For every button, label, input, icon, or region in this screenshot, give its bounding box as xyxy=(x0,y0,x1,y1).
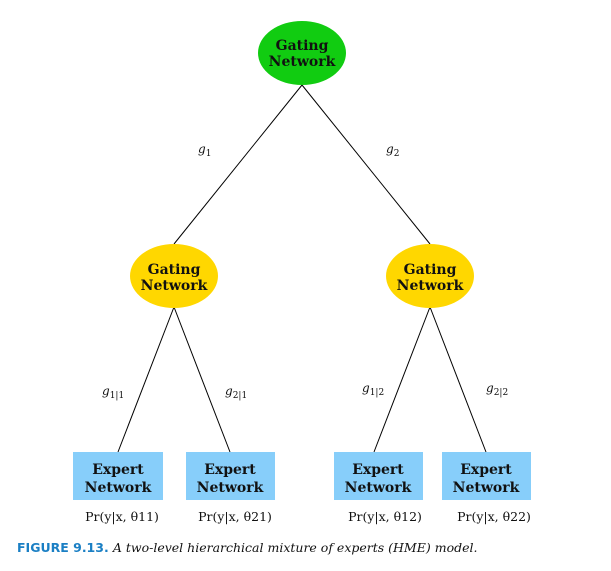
edge-left-to-expert-11 xyxy=(117,306,175,453)
edge-label-g2: g2 xyxy=(386,142,399,159)
expert-22-output: Pr(y|x, θ22) xyxy=(457,509,531,524)
expert-node-22: Expert Network xyxy=(442,452,531,500)
edges xyxy=(117,84,487,453)
expert-12-line1: Expert xyxy=(352,462,404,478)
edge-label-g2-1: g2|1 xyxy=(225,384,247,401)
edge-label-g2-2: g2|2 xyxy=(486,381,508,398)
expert-node-11: Expert Network xyxy=(73,452,163,500)
left-gating-node: Gating Network xyxy=(130,244,218,308)
expert-21-output: Pr(y|x, θ21) xyxy=(198,509,272,524)
expert-21-line1: Expert xyxy=(204,462,256,478)
top-gating-line1: Gating xyxy=(276,38,329,54)
expert-11-line1: Expert xyxy=(92,462,144,478)
right-gating-line2: Network xyxy=(397,278,464,294)
edge-label-g1-2: g1|2 xyxy=(362,381,384,398)
expert-12-output: Pr(y|x, θ12) xyxy=(348,509,422,524)
edge-top-to-left xyxy=(173,84,303,245)
figure-caption-text: A two-level hierarchical mixture of expe… xyxy=(112,540,478,555)
edge-label-g1-1: g1|1 xyxy=(102,384,124,401)
edge-right-to-expert-22 xyxy=(429,306,487,453)
expert-22-line2: Network xyxy=(453,480,520,496)
expert-11-line2: Network xyxy=(85,480,152,496)
figure-caption: FIGURE 9.13. A two-level hierarchical mi… xyxy=(17,540,602,556)
right-gating-line1: Gating xyxy=(404,262,457,278)
left-gating-line1: Gating xyxy=(148,262,201,278)
expert-12-line2: Network xyxy=(345,480,412,496)
expert-22-box xyxy=(442,452,531,500)
expert-11-box xyxy=(73,452,163,500)
expert-12-box xyxy=(334,452,423,500)
left-gating-ellipse xyxy=(130,244,218,308)
expert-21-line2: Network xyxy=(197,480,264,496)
top-gating-node: Gating Network xyxy=(258,21,346,85)
edge-top-to-right xyxy=(301,84,431,245)
expert-node-12: Expert Network xyxy=(334,452,423,500)
expert-21-box xyxy=(186,452,275,500)
right-gating-node: Gating Network xyxy=(386,244,474,308)
right-gating-ellipse xyxy=(386,244,474,308)
figure-number: FIGURE 9.13. xyxy=(17,540,109,555)
top-gating-ellipse xyxy=(258,21,346,85)
top-gating-line2: Network xyxy=(269,54,336,70)
edge-label-g1: g1 xyxy=(198,142,211,159)
expert-node-21: Expert Network xyxy=(186,452,275,500)
left-gating-line2: Network xyxy=(141,278,208,294)
expert-11-output: Pr(y|x, θ11) xyxy=(85,509,159,524)
expert-22-line1: Expert xyxy=(460,462,512,478)
edge-left-to-expert-21 xyxy=(173,306,231,453)
edge-right-to-expert-12 xyxy=(373,306,431,453)
